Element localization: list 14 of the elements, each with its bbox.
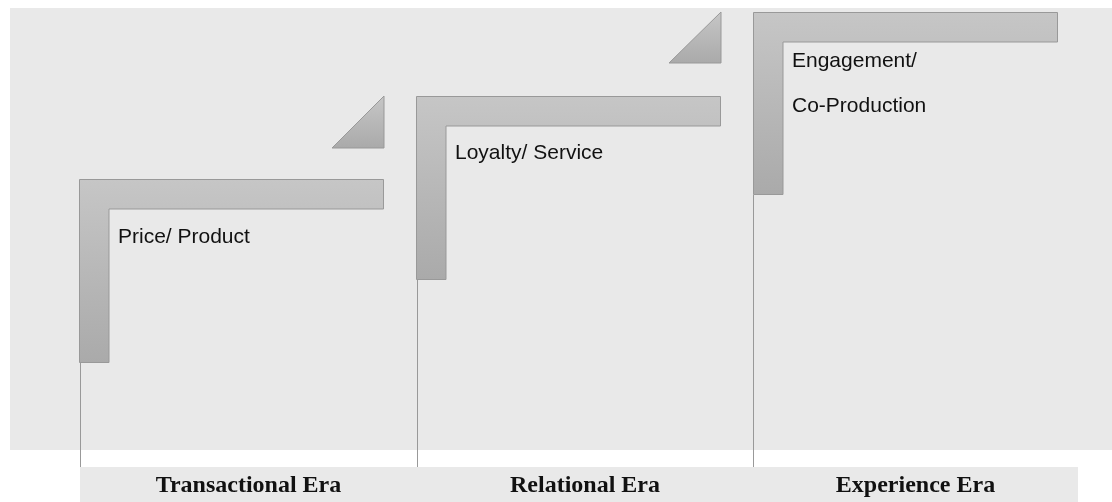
era-cell (80, 467, 417, 502)
era-label: Relational Era (510, 471, 660, 498)
divider-line (753, 194, 754, 468)
era-cell (753, 467, 1078, 502)
divider-line (80, 362, 81, 468)
era-label: Experience Era (835, 471, 996, 498)
step-shape (416, 96, 721, 280)
step-label: Loyalty/ Service (455, 139, 605, 165)
step-label: Engagement/ Co-Production (792, 47, 928, 118)
era-label: Transactional Era (155, 471, 342, 498)
step-label: Price/ Product (118, 223, 251, 249)
divider-line (417, 279, 418, 468)
step-shape (79, 179, 384, 363)
step-shape (753, 12, 1058, 195)
